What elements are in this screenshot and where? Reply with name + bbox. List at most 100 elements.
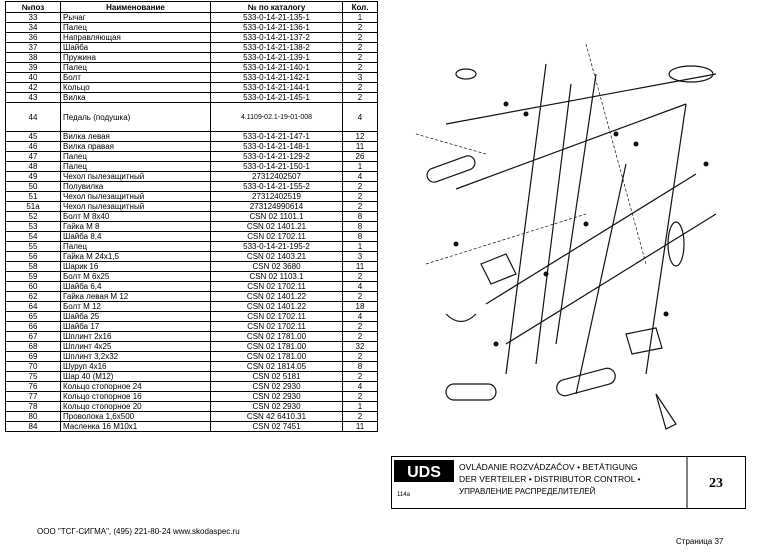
cell-catalog: CSN 02 1401.22 bbox=[210, 301, 343, 312]
cell-name: Шайба 17 bbox=[60, 321, 211, 332]
cell-pos: 46 bbox=[5, 141, 61, 152]
cell-name: Вилка bbox=[60, 92, 211, 103]
cell-pos: 47 bbox=[5, 151, 61, 162]
sheet-code: 114a bbox=[397, 492, 411, 498]
cell-qty: 3 bbox=[342, 251, 378, 262]
cell-pos: 51 bbox=[5, 191, 61, 202]
cell-catalog: CSN 02 2930 bbox=[210, 381, 343, 392]
cell-catalog: CSN 02 1103.1 bbox=[210, 271, 343, 282]
header-name: Наименование bbox=[60, 1, 211, 13]
table-header-row: №поз Наименование № по каталогу Кол. bbox=[5, 1, 378, 13]
cell-name: Палец bbox=[60, 22, 211, 33]
uds-logo-text: UDS bbox=[407, 464, 441, 481]
cell-catalog: 273124990614 bbox=[210, 201, 343, 212]
cell-pos: 69 bbox=[5, 351, 61, 362]
cell-name: Палец bbox=[60, 151, 211, 162]
cell-catalog: CSN 02 1401.21 bbox=[210, 221, 343, 232]
cell-qty: 4 bbox=[342, 171, 378, 182]
cell-qty: 2 bbox=[342, 391, 378, 402]
cell-catalog: 533-0-14-21-148-1 bbox=[210, 141, 343, 152]
cell-pos: 42 bbox=[5, 82, 61, 93]
cell-qty: 2 bbox=[342, 32, 378, 43]
cell-name: Гайка левая М 12 bbox=[60, 291, 211, 302]
cell-catalog: CSN 42 6410.31 bbox=[210, 411, 343, 422]
cell-catalog: CSN 02 1403.21 bbox=[210, 251, 343, 262]
cell-name: Палец bbox=[60, 161, 211, 172]
cell-pos: 53 bbox=[5, 221, 61, 232]
cell-catalog: CSN 02 7451 bbox=[210, 421, 343, 432]
cell-name: Кольцо bbox=[60, 82, 211, 93]
cell-name: Гайка М 8 bbox=[60, 221, 211, 232]
cell-pos: 80 bbox=[5, 411, 61, 422]
cell-name: Гайка М 24х1,5 bbox=[60, 251, 211, 262]
cell-qty: 12 bbox=[342, 131, 378, 142]
cell-name: Шайба 6,4 bbox=[60, 281, 211, 292]
cell-pos: 40 bbox=[5, 72, 61, 83]
cell-qty: 2 bbox=[342, 42, 378, 53]
cell-pos: 49 bbox=[5, 171, 61, 182]
cell-name: Рычаг bbox=[60, 12, 211, 23]
footer-page: Страница 37 bbox=[676, 537, 724, 546]
cell-catalog: 533-0-14-21-135-1 bbox=[210, 12, 343, 23]
drawing-page-number: 23 bbox=[709, 476, 723, 491]
cell-name: Шарик 16 bbox=[60, 261, 211, 272]
cell-qty: 1 bbox=[342, 401, 378, 412]
header-qty: Кол. bbox=[342, 1, 378, 13]
cell-catalog: CSN 02 1702.11 bbox=[210, 231, 343, 242]
cell-qty: 4 bbox=[342, 381, 378, 392]
cell-name: Болт М 12 bbox=[60, 301, 211, 312]
cell-qty: 2 bbox=[342, 331, 378, 342]
cell-pos: 77 bbox=[5, 391, 61, 402]
cell-name: Шплинт 4х25 bbox=[60, 341, 211, 352]
cell-qty: 11 bbox=[342, 261, 378, 272]
cell-pos: 39 bbox=[5, 62, 61, 73]
cell-catalog: CSN 02 3680 bbox=[210, 261, 343, 272]
cell-qty: 2 bbox=[342, 181, 378, 192]
cell-qty: 18 bbox=[342, 301, 378, 312]
cell-qty: 2 bbox=[342, 22, 378, 33]
cell-name: Чехол пылезащитный bbox=[60, 171, 211, 182]
cell-qty: 2 bbox=[342, 52, 378, 63]
cell-name: Педаль (подушка) bbox=[60, 102, 211, 132]
cell-qty: 11 bbox=[342, 421, 378, 432]
uds-logo bbox=[394, 460, 454, 482]
cell-pos: 75 bbox=[5, 371, 61, 382]
cell-catalog: CSN 02 1702.11 bbox=[210, 281, 343, 292]
cell-pos: 67 bbox=[5, 331, 61, 342]
cell-pos: 34 bbox=[5, 22, 61, 33]
cell-name: Шар 40 (М12) bbox=[60, 371, 211, 382]
cell-name: Кольцо стопорное 24 bbox=[60, 381, 211, 392]
cell-pos: 60 bbox=[5, 281, 61, 292]
cell-qty: 8 bbox=[342, 211, 378, 222]
